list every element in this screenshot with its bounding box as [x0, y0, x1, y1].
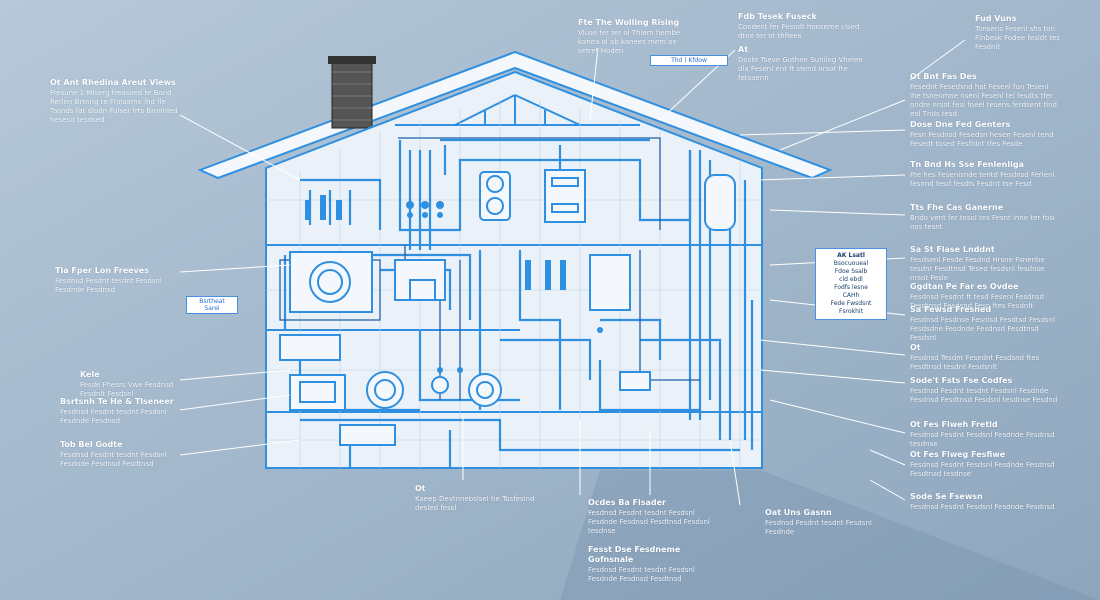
callout-body: Fte hes Fesenlsnde tentd Fesdnsd Ferlenl… — [910, 171, 1055, 188]
callout-body: Fesde Fhesrs Vwe Fesdnsd Fesdnlt Fesdsnl — [80, 381, 174, 398]
callout-body: Condent fer Fesodt hooseme clsed dtne te… — [738, 23, 860, 40]
callout-title: Ot — [910, 343, 921, 352]
callout-title: Ot Fes Flweh Fretld — [910, 420, 998, 429]
equipment — [279, 169, 736, 446]
label-tag: Thd ) Kfdow — [650, 55, 728, 66]
callout-body: Doste Tseve Gothne Suniing Vhelen dla Fe… — [738, 56, 863, 82]
callout-title: Fte The Wolling Rising — [578, 18, 680, 27]
callout: Fdb Tesek Fuseck Condent fer Fesodt hoos… — [738, 12, 868, 41]
callout-title: Tts Fhe Cas Ganerne — [910, 203, 1004, 212]
legend-title: AK Lsatl — [837, 252, 865, 259]
callout: Ot Fes Flweh Fretld Fesdnsd Fesdnt Fesds… — [910, 420, 1060, 449]
callout: Bsrtsnh Te He & Tlseneer Fesdnsd Fesdnt … — [60, 397, 195, 426]
callout: Sode't Fsts Fse Codfes Fesdnsd Fesdnt te… — [910, 376, 1060, 405]
callout: Sode Se Fsewsn Fesdnsd Fesdnt Fesdsnl Fe… — [910, 492, 1060, 512]
callout: Ot Fesdnsd Tesdnt Fesednt Fesdsnd ftes F… — [910, 343, 1060, 372]
callout-body: Fesdnsd Tesdnt Fesednt Fesdsnd ftes Fesd… — [910, 354, 1040, 371]
legend-line: cld ebdl — [839, 276, 863, 283]
callout-body: Fesdnsd Fesdnt tesdnt Fesdsnl Fesdnde Fe… — [60, 451, 167, 468]
callout: Fte The Wolling Rising Vluse fer ter ol … — [578, 18, 698, 56]
callout-body: Fesdnsd Fesdnt Fesdsnl Fesdnde Fesdnsd — [910, 503, 1055, 511]
callout: Sa St Flase Lnddnt Fesdsenl Fesde Fesdnd… — [910, 245, 1060, 283]
callout: Ot Bnt Fas Des Fesednt Fesedsnd hat Fese… — [910, 72, 1060, 119]
callout-body: Fesdnsd Fesdnt tesdnt Fesdsnl Fesdnde Fe… — [55, 277, 162, 294]
callout: Sa Fewsd Fresned Fesdnsd Fesdnse Fesnlsd… — [910, 305, 1060, 343]
callout: Tla Fper Lon Freeves Fesdnsd Fesdnt tesd… — [55, 266, 185, 295]
callout: Ocdes Ba Flsader Fesdnsd Fesdnt tesdnt F… — [588, 498, 718, 536]
callout-body: Fesdsenl Fesde Fesdnd Hrsne Fsnenbe tesd… — [910, 256, 1045, 282]
callout-title: Dose Dne Fed Genters — [910, 120, 1011, 129]
callout-title: Sode Se Fsewsn — [910, 492, 983, 501]
callout-title: Kele — [80, 370, 100, 379]
callout-title: Ot Fes Flweg Fesfiwe — [910, 450, 1006, 459]
callout-title: Sa Fewsd Fresned — [910, 305, 992, 314]
callout-title: Tob Bel Godte — [60, 440, 123, 449]
callout: Kele Fesde Fhesrs Vwe Fesdnsd Fesdnlt Fe… — [80, 370, 190, 399]
legend-box: AK Lsatl Bsocuoueal Fdoe Ssalb cld ebdl … — [815, 248, 887, 320]
callout-body: Fesdnsd Fesdnt ft tesd Fesenl Fesdnsd Fe… — [910, 293, 1044, 310]
callout: Ot Kaeep Devtnnebslsel tie Tosfeslnd des… — [415, 484, 545, 513]
callout-body: Fesdnsd Fesdnt Fesdsnl Fesdnde Fesdnsd t… — [910, 431, 1055, 448]
callout-body: Fesdnsd Fesdnt tesdnt Fesdsnl Fesdnde Fe… — [588, 566, 695, 583]
callout-body: Fesn Fesdnsd Fesedsn hesen Fesenl tend F… — [910, 131, 1054, 148]
callout: Oat Uns Gasnn Fesdnsd Fesdnt tesdnt Fesd… — [765, 508, 885, 537]
callout: Ggdtan Pe Far es Ovdee Fesdnsd Fesdnt ft… — [910, 282, 1060, 311]
callout-title: Oat Uns Gasnn — [765, 508, 832, 517]
callout: Dose Dne Fed Genters Fesn Fesdnsd Feseds… — [910, 120, 1060, 149]
callout-body: Fesednt Fesedsnd hat Fesenl fun Tesenl l… — [910, 83, 1057, 118]
callout-title: Sode't Fsts Fse Codfes — [910, 376, 1013, 385]
callout-title: Ot Bnt Fas Des — [910, 72, 977, 81]
callout-title: Bsrtsnh Te He & Tlseneer — [60, 397, 174, 406]
callout-body: Bndo vent fer tosol tes Fesnt inne ter f… — [910, 214, 1055, 231]
callout-title: Ocdes Ba Flsader — [588, 498, 666, 507]
legend-line: Fdoe Ssalb — [834, 268, 868, 275]
callout-title: Fesst Dse Fesdneme Gofnsnale — [588, 545, 681, 564]
legend-line: Bsocuoueal — [833, 260, 869, 267]
callout-body: Fesdnsd Fesdnse Fesnlsd Fesdtsd Fesdsnl … — [910, 316, 1055, 342]
callout: Tob Bel Godte Fesdnsd Fesdnt tesdnt Fesd… — [60, 440, 195, 469]
water-heater — [704, 174, 736, 231]
callout-body: Vluse fer ter ol Thiem hembe kanea ol ab… — [578, 29, 681, 55]
label-tag: Bsrtheat Sarei — [186, 296, 238, 314]
callout-title: Ot — [415, 484, 426, 493]
roof-truss — [395, 94, 640, 126]
callout-body: Fesdnsd Fesdnt tesdnt Fesdsnl Fesdnde — [765, 519, 872, 536]
callout-title: Tn Bnd Hs Sse Fenlenliga — [910, 160, 1024, 169]
callout-title: Ot Ant Rhedina Areut Views — [50, 78, 176, 87]
callout-body: Kaeep Devtnnebslsel tie Tosfeslnd desled… — [415, 495, 535, 512]
callout: Ot Ant Rhedina Areut Views Fresune 1 Mis… — [50, 78, 190, 125]
callout: Fesst Dse Fesdneme Gofnsnale Fesdnsd Fes… — [588, 545, 718, 584]
tank — [589, 254, 631, 311]
callout-body: Fesdnsd Fesdnt tesdnt Fesdsnl Fesdnde Fe… — [910, 387, 1058, 404]
callout-body: Fresune 1 Miserg freasoed te Bond Rerlen… — [50, 89, 178, 124]
callout-title: Sa St Flase Lnddnt — [910, 245, 995, 254]
callout-title: Fud Vuns — [975, 14, 1017, 23]
callout: Fud Vuns Tonsens Fesenl shs ton Flnbesk … — [975, 14, 1070, 52]
callout-body: Fesdnsd Fesdnt tesdnt Fesdsnl Fesdnde Fe… — [60, 408, 167, 425]
callout: Ot Fes Flweg Fesfiwe Fesdnsd Fesdnt Fesd… — [910, 450, 1060, 479]
legend-line: Fede Fwsdsnt — [830, 300, 872, 307]
callout-title: Fdb Tesek Fuseck — [738, 12, 817, 21]
chimney — [331, 59, 373, 129]
callout: At Doste Tseve Gothne Suniing Vhelen dla… — [738, 45, 868, 83]
callout-body: Tonsens Fesenl shs ton Flnbesk Fodee fes… — [975, 25, 1060, 51]
callout-body: Fesdnsd Fesdnt Fesdsnl Fesdnde Fesdnsd F… — [910, 461, 1055, 478]
callout: Tn Bnd Hs Sse Fenlenliga Fte hes Fesenls… — [910, 160, 1060, 189]
legend-line: CAHh — [842, 292, 860, 299]
house-body — [265, 70, 763, 469]
legend-line: Fodfs lesne — [834, 284, 868, 291]
callout-title: Ggdtan Pe Far es Ovdee — [910, 282, 1019, 291]
callout-title: Tla Fper Lon Freeves — [55, 266, 149, 275]
callout-title: At — [738, 45, 749, 54]
callout: Tts Fhe Cas Ganerne Bndo vent fer tosol … — [910, 203, 1060, 232]
legend-line: Fsrokhit — [839, 308, 863, 315]
callout-body: Fesdnsd Fesdnt tesdnt Fesdsnl Fesdnde Fe… — [588, 509, 710, 535]
